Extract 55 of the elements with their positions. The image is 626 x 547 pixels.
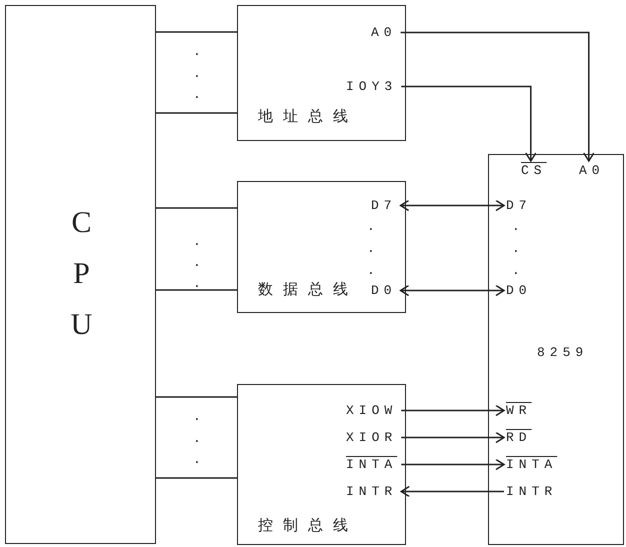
processor-label: CPU [66,206,96,359]
ellipsis-dot: . [193,431,201,446]
pin-label: WR [506,403,532,418]
arrow [400,32,595,162]
pin-label: RD [506,430,532,445]
ellipsis-dot: . [193,409,201,424]
chip-box [488,154,624,545]
pin-label: XIOR [346,430,398,445]
ellipsis-dot: . [193,255,201,270]
arrow [401,458,505,470]
ellipsis-dot: . [193,87,201,102]
pin-label: XIOW [346,403,398,418]
bus-label: 数据总线 [258,282,358,297]
arrow [400,284,505,296]
pin-label: INTR [506,484,558,499]
ellipsis-dot: . [193,44,201,59]
bus-line [156,207,237,209]
ellipsis-dot: . [193,276,201,291]
arrow [400,486,504,498]
arrow [401,86,537,162]
ellipsis-dot: . [193,452,201,467]
ellipsis-dot: . [512,219,520,234]
processor-box [5,5,156,544]
ellipsis-dot: . [367,241,375,256]
pin-label: INTA [506,457,558,472]
bus-line [156,31,237,33]
bus-box [237,181,406,313]
pin-label: D7 [506,198,532,213]
pin-label: INTR [346,484,398,499]
pin-label: IOY3 [346,79,398,94]
ellipsis-dot: . [512,263,520,278]
bus-line [156,477,237,479]
bus-label: 地址总线 [258,109,358,124]
ellipsis-dot: . [367,219,375,234]
arrow [401,404,505,416]
bus-line [156,112,237,114]
pin-label: A0 [579,163,605,178]
pin-label: INTA [346,457,398,472]
pin-label: D0 [371,283,397,298]
arrow [401,432,505,444]
arrow [400,200,505,212]
pin-label: A0 [371,25,397,40]
bus-line [156,289,237,291]
pin-label: D0 [506,283,532,298]
ellipsis-dot: . [193,66,201,81]
pin-label: CS [521,163,547,178]
pin-label: D7 [371,198,397,213]
bus-box [237,5,406,141]
chip-label: 8259 [537,345,588,360]
bus-box [237,384,406,545]
ellipsis-dot: . [367,263,375,278]
ellipsis-dot: . [193,234,201,249]
bus-label: 控制总线 [258,518,358,533]
ellipsis-dot: . [512,241,520,256]
bus-line [156,396,237,398]
